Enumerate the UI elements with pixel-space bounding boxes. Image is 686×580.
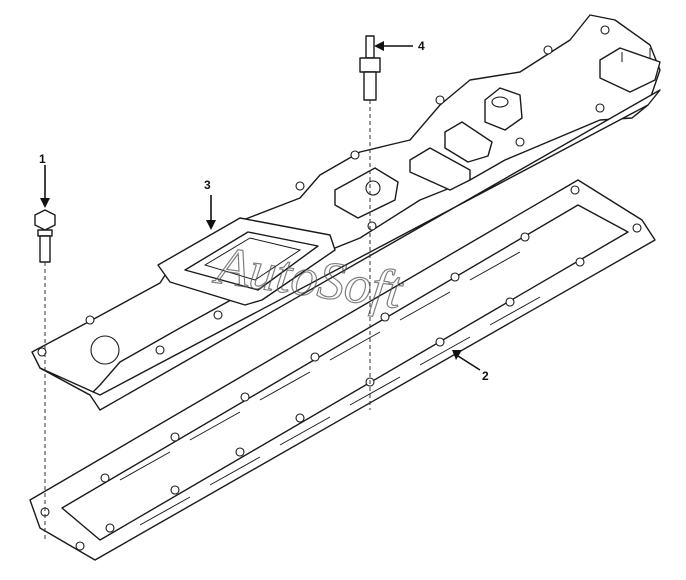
cover-body (31, 14, 661, 411)
port-seal (157, 217, 336, 306)
callout-1: 1 (39, 152, 46, 166)
callout-3: 3 (204, 178, 211, 192)
callout-arrows (40, 41, 481, 371)
callout-4: 4 (418, 39, 425, 53)
stud-4 (359, 35, 381, 410)
bolt-1 (34, 209, 56, 540)
callout-2: 2 (482, 369, 489, 383)
gasket (29, 179, 656, 561)
